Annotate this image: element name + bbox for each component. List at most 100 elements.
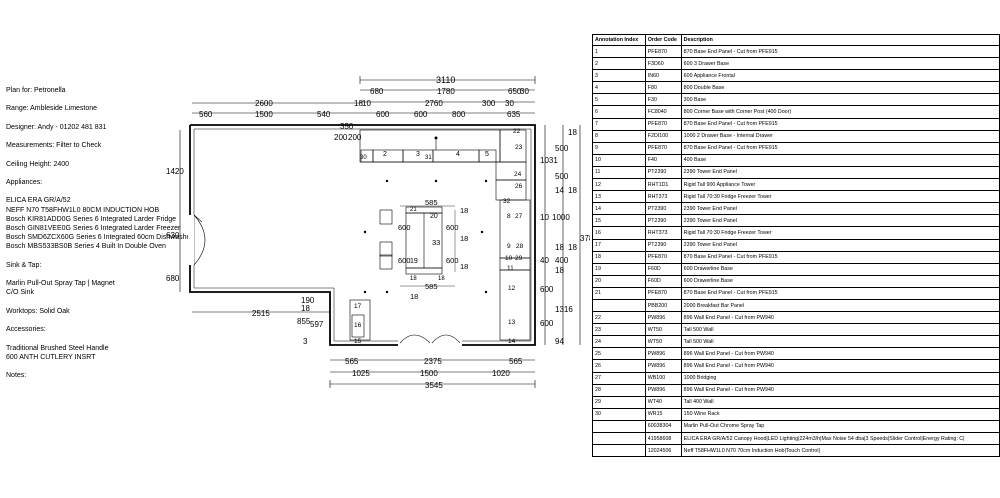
accessory-item: Traditional Brushed Steel Handle xyxy=(6,344,109,352)
dim-right: 94 xyxy=(555,337,564,346)
dim-right: 40 xyxy=(540,256,549,265)
appliance-item: Bosch KIR81ADD0G Series 6 Integrated Lar… xyxy=(6,215,177,223)
description-cell: 1000 2 Drawer Base - Internal Drawer xyxy=(680,129,1000,143)
island-dim: 585 xyxy=(425,198,438,207)
description-cell: 300 Base xyxy=(680,93,1000,107)
order-code-cell: F80 xyxy=(644,81,682,95)
annotation-index-cell: 28 xyxy=(592,383,646,397)
order-code-cell: 12024506 xyxy=(644,444,682,458)
island-dim: 585 xyxy=(425,282,438,291)
annotation-index-cell: 9 xyxy=(592,141,646,155)
dim-left-total: 2600 xyxy=(255,99,273,108)
cab-label: 11 xyxy=(507,265,514,272)
dim-right: 14 xyxy=(555,186,564,195)
island-dim: 18 xyxy=(460,206,468,215)
top-cabinet-run xyxy=(349,129,531,341)
cab-label: 30 xyxy=(360,155,367,161)
bottom-dimension-lines xyxy=(329,359,536,388)
dim-top: 680 xyxy=(370,87,384,96)
annotation-index-cell: 27 xyxy=(592,371,646,385)
dim-left-vert: 630 xyxy=(166,231,180,240)
appliances-heading: Appliances: xyxy=(6,178,43,186)
dim-bottom: 2375 xyxy=(424,357,442,366)
island-dim: 18 xyxy=(460,234,468,243)
cab-label: 13 xyxy=(508,319,516,326)
cab-label: 3 xyxy=(416,151,420,158)
order-code-cell: RHT373 xyxy=(644,190,682,204)
cab-label: 22 xyxy=(513,128,521,135)
description-cell: 2390 Tower End Panel xyxy=(680,165,1000,180)
description-cell: 870 Base End Panel - Cut from PFE915 xyxy=(680,44,1000,59)
cab-label: 9 xyxy=(507,243,511,250)
dim-right: 18 xyxy=(555,266,564,275)
notes-heading: Notes: xyxy=(6,372,27,380)
dim-bottom-left: 2515 xyxy=(252,309,270,318)
annotation-index-cell: 17 xyxy=(592,238,646,252)
description-cell: 2000 Breakfast Bar Panel xyxy=(680,298,1000,313)
island-dim: 18 xyxy=(438,276,445,282)
annotation-index-cell: 24 xyxy=(592,335,646,349)
accessory-item: 600 ANTH CUTLERY INSRT xyxy=(6,353,96,361)
annotation-index-cell: 11 xyxy=(592,165,646,180)
appliance-item: Bosch SMD6ZCX60G Series 6 Integrated 60c… xyxy=(6,234,193,242)
cab-label: 12 xyxy=(508,285,516,292)
order-code-cell: PW896 xyxy=(644,359,682,373)
sink-heading: Sink & Tap: xyxy=(6,261,42,269)
order-code-cell: 60038304 xyxy=(644,419,682,434)
description-cell: Tall 400 Wall xyxy=(680,395,1000,409)
cab-label: 32 xyxy=(503,198,511,205)
cab-label: 5 xyxy=(485,151,489,158)
dim-bottom-total: 3545 xyxy=(425,381,443,390)
order-code-cell: PFE870 xyxy=(644,286,682,300)
description-cell: Neff T58FHW1L0 N70 70cm Induction Hob|To… xyxy=(680,444,1000,458)
description-cell: 2390 Tower End Panel xyxy=(680,202,1000,216)
floor-points xyxy=(363,179,488,294)
annotation-index-cell: 10 xyxy=(592,153,646,167)
annotation-index-cell xyxy=(592,431,646,446)
annotation-index-cell: 18 xyxy=(592,250,646,264)
annotation-index-cell: 1 xyxy=(592,44,646,59)
appliance-item: ELICA ERA GR/A/52 xyxy=(6,197,71,205)
dim-top: 600 xyxy=(376,110,390,119)
description-cell: Tall 500 Wall xyxy=(680,335,1000,349)
annotation-index-cell: 25 xyxy=(592,347,646,361)
cab-label: 26 xyxy=(515,183,523,190)
island-dim: 600 xyxy=(446,256,459,265)
dim-right: 600 xyxy=(540,319,554,328)
order-code-cell: F60D xyxy=(644,274,682,288)
description-cell: 400 Base xyxy=(680,153,1000,167)
range-text: Range: Ambleside Limestone xyxy=(6,105,98,113)
order-code-cell: RHT373 xyxy=(644,226,682,240)
dim-left: 540 xyxy=(317,110,331,119)
order-code-cell: F60D xyxy=(644,262,682,276)
order-code-cell: PT2390 xyxy=(644,238,682,252)
description-cell: 600 Appliance Frontal xyxy=(680,69,1000,83)
cab-label: 27 xyxy=(515,213,523,220)
annotation-index-cell: 4 xyxy=(592,81,646,95)
annotation-index-cell: 23 xyxy=(592,323,646,337)
cab-label: 10 xyxy=(505,255,513,262)
dim-small: 200 xyxy=(348,133,362,142)
description-cell: 870 Base End Panel - Cut from PFE915 xyxy=(680,141,1000,155)
header-annotation-index: Annotation Index xyxy=(592,34,646,46)
appliance-item: Bosch GIN81VEE0G Series 6 Integrated Lar… xyxy=(6,224,181,232)
dim-left-vert: 1420 xyxy=(166,167,184,176)
cab-label: 8 xyxy=(507,213,511,220)
cab-label: 14 xyxy=(508,338,516,345)
